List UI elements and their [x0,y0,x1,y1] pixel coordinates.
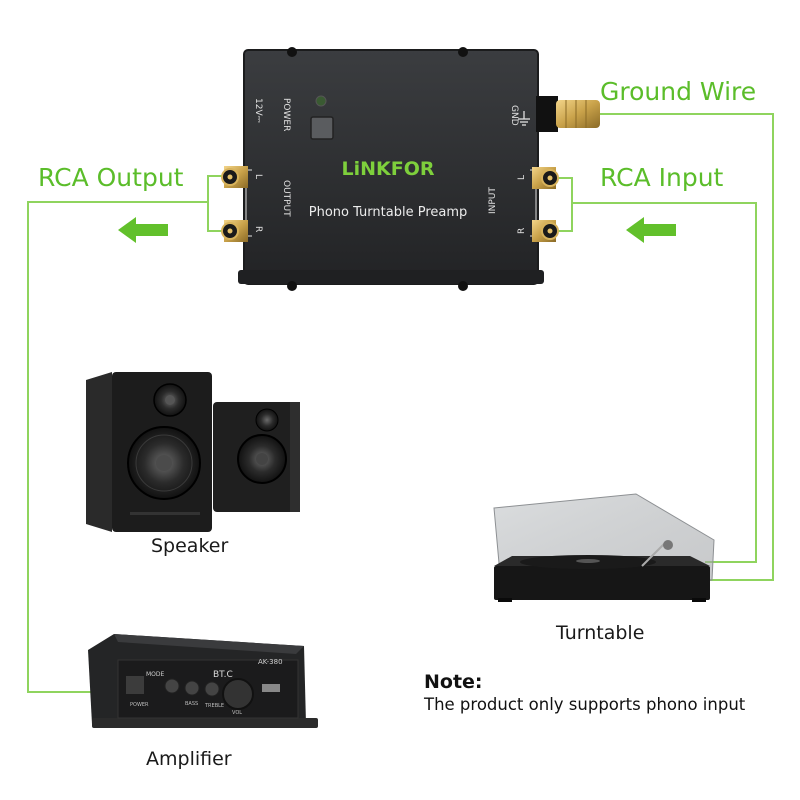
rca-input-left-jack [532,167,559,189]
ground-wire-label: Ground Wire [600,77,757,106]
turntable-image [493,493,715,602]
rca-output-right-jack [221,220,248,242]
gnd-terminal [536,96,600,132]
note-text: The product only supports phono input [424,695,746,714]
turntable-label: Turntable [556,622,645,644]
amplifier-image: MODE BT.C AK-380 POWER BASS TREBLE VOL [88,634,318,728]
speaker-image [86,372,300,532]
voltage-label: 12V⎓ [253,98,263,123]
amp-mode-label: MODE [146,671,165,678]
device-model: Phono Turntable Preamp [309,205,468,220]
note-title: Note: [424,671,483,693]
speaker-label: Speaker [151,535,229,557]
input-left-label: L [517,175,527,180]
power-label: POWER [281,98,291,131]
amp-vol-label: VOL [232,710,242,716]
power-led-icon [315,95,327,107]
amplifier-label: Amplifier [146,748,232,770]
rca-input-label: RCA Input [600,163,724,192]
amp-power-label: POWER [130,702,149,708]
amp-treble-label: TREBLE [204,703,224,709]
output-label: OUTPUT [281,180,291,217]
ground-wire [600,113,774,581]
arrow-left-icon [626,217,676,243]
device-brand: LiNKFOR [341,158,434,180]
input-wire [556,177,757,563]
gnd-label: GND [509,105,519,126]
power-button[interactable] [310,116,334,140]
rca-input-right-jack [532,220,559,242]
input-right-label: R [517,228,527,234]
amp-model-label: AK-380 [258,658,283,666]
amp-bass-label: BASS [185,701,198,707]
input-label: INPUT [488,187,498,214]
preamp-device: LiNKFOR Phono Turntable Preamp POWER 12V… [221,47,600,291]
output-left-label: L [253,174,263,179]
arrow-left-icon [118,217,168,243]
output-right-label: R [253,226,263,232]
rca-output-label: RCA Output [38,163,184,192]
rca-output-left-jack [221,166,248,188]
output-wire [27,175,224,693]
ground-symbol-icon [518,111,530,126]
amp-bt-label: BT.C [213,670,233,680]
